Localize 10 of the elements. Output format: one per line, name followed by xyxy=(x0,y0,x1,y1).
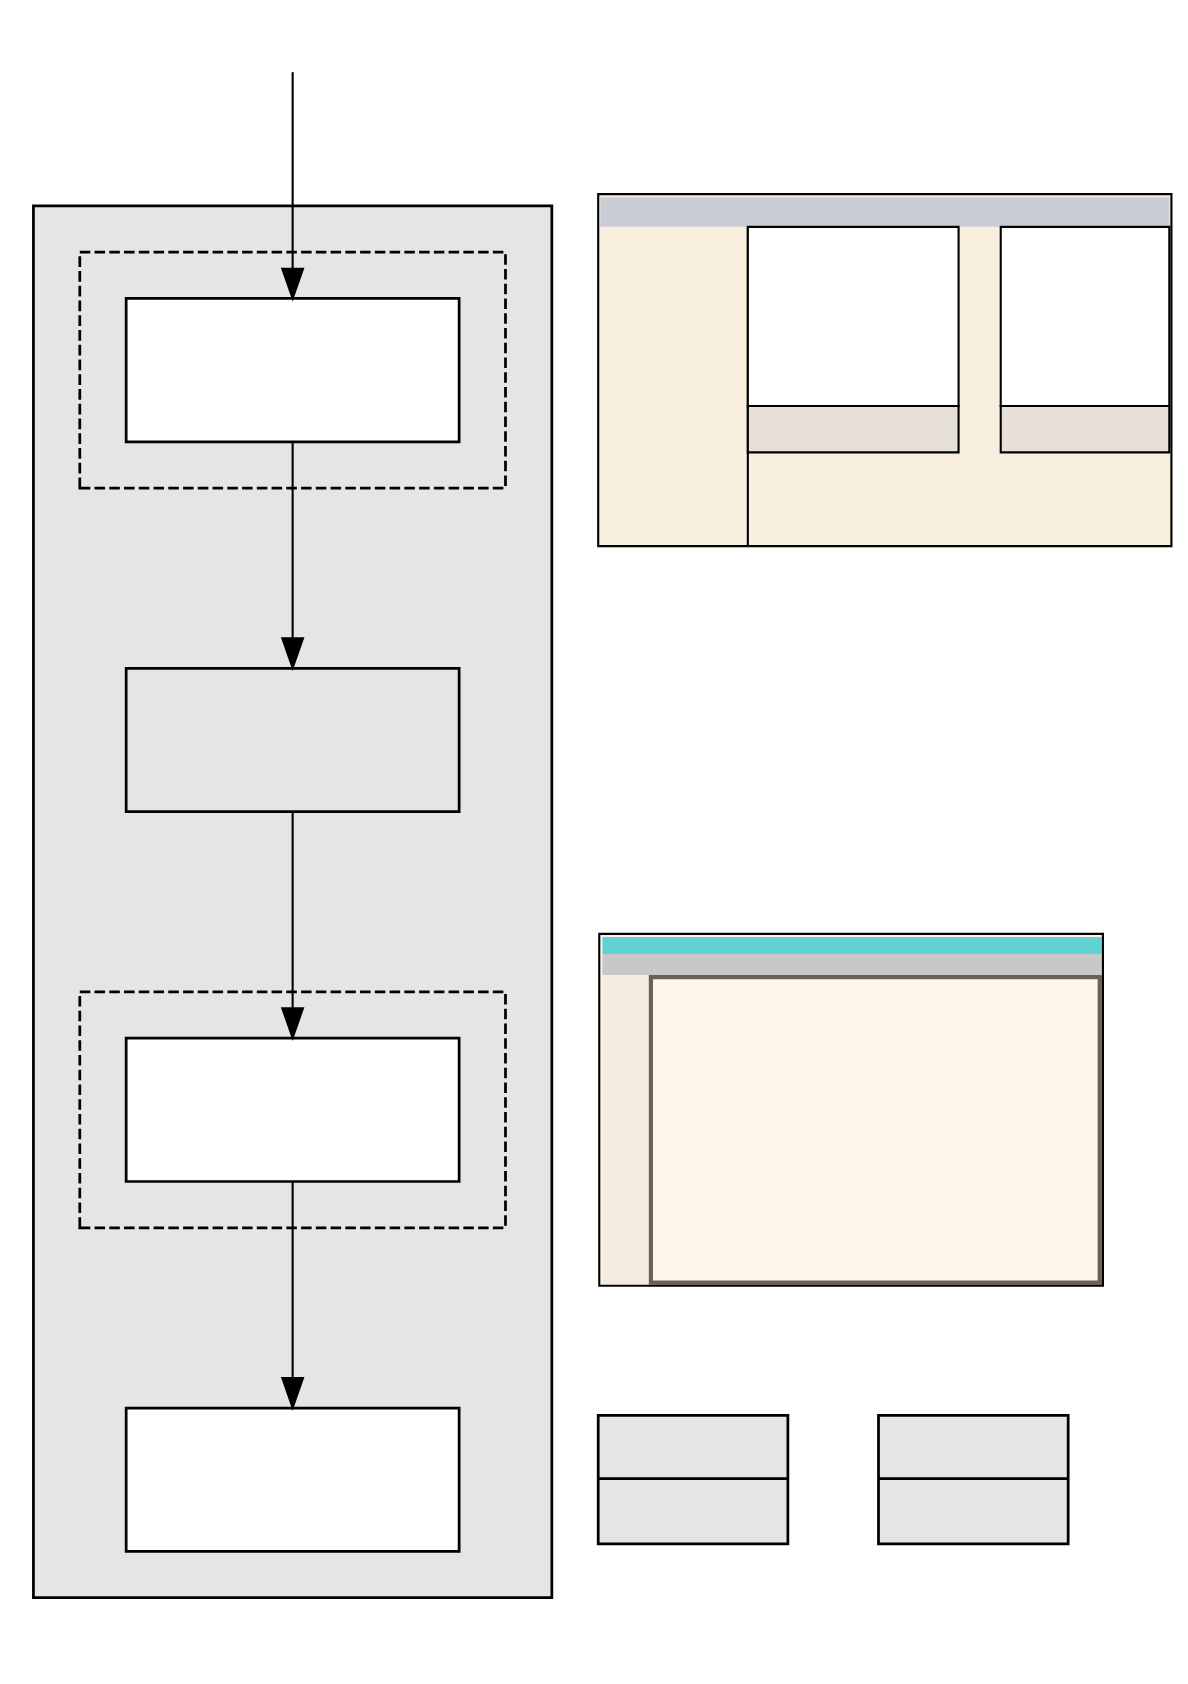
arrow xyxy=(280,441,305,671)
arrow xyxy=(280,71,305,301)
node-box xyxy=(124,296,461,443)
arrow xyxy=(280,811,305,1041)
cluster xyxy=(78,250,507,490)
arrow xyxy=(280,1181,305,1411)
node-box xyxy=(124,1036,461,1183)
cluster xyxy=(78,989,507,1229)
node-box xyxy=(124,666,461,813)
node-box xyxy=(124,1406,461,1553)
